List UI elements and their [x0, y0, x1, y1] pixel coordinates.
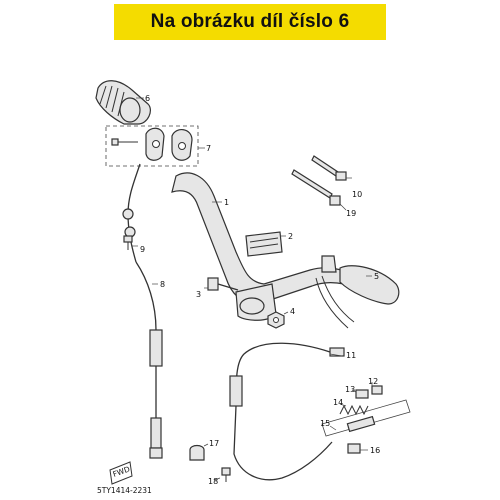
- leader-line: [283, 311, 289, 315]
- cable-tie-part-19[interactable]: [291, 169, 341, 206]
- callout-8: 8: [160, 280, 165, 289]
- callout-7: 7: [206, 144, 211, 153]
- throttle-grip-part-6[interactable]: [95, 80, 151, 125]
- cable-part-11[interactable]: [229, 342, 345, 481]
- callout-14: 14: [333, 398, 343, 407]
- left-grip-part-5[interactable]: [315, 255, 400, 329]
- callout-11: 11: [346, 351, 356, 360]
- forward-direction-icon: FWD: [109, 461, 133, 485]
- leader-line: [339, 403, 347, 407]
- leader-line: [339, 203, 347, 211]
- part-number-banner: Na obrázku díl číslo 6: [114, 4, 386, 40]
- leader-line: [203, 443, 209, 447]
- callout-10: 10: [352, 190, 362, 199]
- callout-17: 17: [209, 439, 219, 448]
- diagram-code: 5TY1414-2231: [97, 486, 152, 495]
- bolt-part-3[interactable]: [207, 277, 239, 291]
- clip-part-13[interactable]: [355, 389, 369, 399]
- spring-part-14[interactable]: [339, 404, 369, 416]
- adjuster-part-15[interactable]: [321, 399, 411, 437]
- callout-5: 5: [374, 272, 379, 281]
- callout-15: 15: [320, 419, 330, 428]
- bolt-part-9[interactable]: [123, 235, 133, 250]
- callout-3: 3: [196, 290, 201, 299]
- callout-19: 19: [346, 209, 356, 218]
- callout-13: 13: [345, 385, 355, 394]
- callout-1: 1: [224, 198, 229, 207]
- leader-line: [329, 353, 343, 357]
- callout-2: 2: [288, 232, 293, 241]
- cable-tie-part-10[interactable]: [311, 155, 347, 181]
- callout-12: 12: [368, 377, 378, 386]
- callout-18: 18: [208, 477, 218, 486]
- callout-4: 4: [290, 307, 295, 316]
- nut-part-12[interactable]: [371, 385, 383, 395]
- callout-6: 6: [145, 94, 150, 103]
- leader-line: [329, 425, 337, 431]
- leader-line: [213, 477, 221, 481]
- callout-9: 9: [140, 245, 145, 254]
- clamp-part-17[interactable]: [189, 444, 205, 461]
- housing-group-box-part-7: [105, 125, 199, 167]
- banner-text: Na obrázku díl číslo 6: [150, 11, 350, 32]
- nut-part-16[interactable]: [347, 443, 361, 454]
- throttle-cable-part-8[interactable]: [122, 163, 163, 459]
- screw-part-18[interactable]: [221, 467, 231, 482]
- callout-16: 16: [370, 446, 380, 455]
- pad-part-2[interactable]: [245, 231, 283, 257]
- throttle-housing-part-7[interactable]: [111, 127, 193, 161]
- leader-line: [351, 389, 357, 393]
- nut-part-4[interactable]: [267, 311, 285, 329]
